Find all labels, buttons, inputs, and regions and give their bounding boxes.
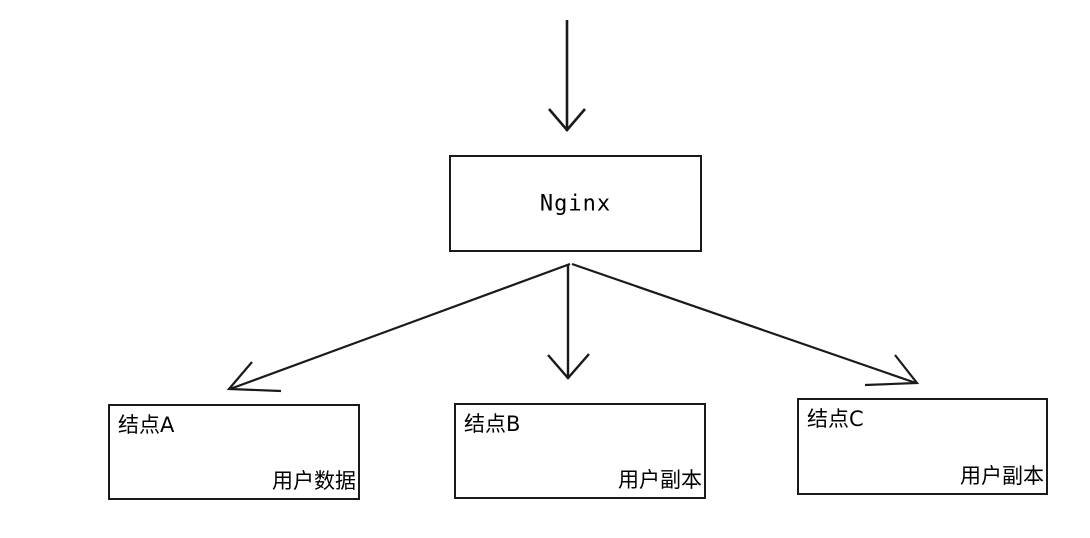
node-b-secondary-label: 用户副本 xyxy=(618,468,702,492)
node-a-primary-label: 结点A xyxy=(118,413,175,437)
arrow-to-node-a xyxy=(226,262,571,393)
node-box-c: 结点C 用户副本 xyxy=(797,398,1048,495)
node-b-primary-label: 结点B xyxy=(464,412,521,436)
arrow-to-node-c xyxy=(571,262,920,387)
node-box-a: 结点A 用户数据 xyxy=(108,404,360,500)
node-c-primary-label: 结点C xyxy=(807,407,864,431)
nginx-label: Nginx xyxy=(539,191,612,216)
arrow-ingress xyxy=(548,20,586,132)
arrow-to-node-b xyxy=(547,264,590,380)
nginx-box: Nginx xyxy=(449,155,702,252)
node-box-b: 结点B 用户副本 xyxy=(454,403,706,499)
node-c-secondary-label: 用户副本 xyxy=(960,464,1044,488)
node-a-secondary-label: 用户数据 xyxy=(272,469,356,493)
